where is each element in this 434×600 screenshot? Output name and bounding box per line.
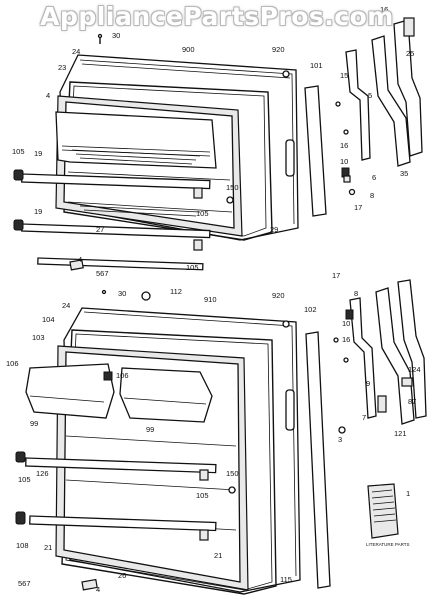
freezer-part-callout: 16 (340, 141, 348, 150)
freezer-handle-trim (371, 35, 411, 167)
freezer-part-callout: 105 (196, 209, 209, 218)
fresh-food-part-callout: 8 (354, 289, 358, 298)
freezer-part-callout: 150 (226, 183, 239, 192)
freezer-part-callout: 27 (96, 225, 104, 234)
fresh-food-breaker-strip (305, 331, 331, 589)
freezer-part-callout: 4 (78, 255, 82, 264)
fresh-food-part-callout: 10 (342, 319, 350, 328)
freezer-part-callout: 30 (112, 31, 120, 40)
freezer-part-callout: 8 (370, 191, 374, 200)
dairy-door-left (25, 363, 115, 419)
fresh-food-part-callout: 3 (338, 435, 342, 444)
freezer-part-callout: 23 (58, 63, 66, 72)
freezer-part-callout: 35 (400, 169, 408, 178)
fresh-food-part-callout: 115 (280, 575, 292, 584)
fresh-food-shelf-bar-2 (29, 515, 217, 532)
literature-label: LITERATURE PARTS (366, 542, 410, 547)
fresh-food-part-callout: 106 (6, 359, 19, 368)
fresh-food-part-callout: 17 (332, 271, 340, 280)
freezer-door-assembly (13, 17, 423, 271)
freezer-part-callout: 105 (186, 263, 199, 272)
fresh-food-part-callout: 103 (32, 333, 45, 342)
freezer-part-callout: 19 (34, 207, 42, 216)
fresh-food-handle-trim (375, 287, 415, 425)
fresh-food-part-callout: 102 (304, 305, 317, 314)
fresh-food-part-callout: 920 (272, 291, 285, 300)
fresh-food-shelf-bar-1 (25, 457, 217, 474)
freezer-part-callout: 16 (380, 5, 388, 14)
freezer-upper-shelf (55, 111, 217, 169)
freezer-part-callout: 105 (12, 147, 25, 156)
fresh-food-part-callout: 99 (30, 419, 38, 428)
fresh-food-part-callout: 16 (342, 335, 350, 344)
fresh-food-part-callout: 126 (36, 469, 49, 478)
fresh-food-part-callout: 21 (44, 543, 52, 552)
fresh-food-part-callout: 150 (226, 469, 239, 478)
freezer-part-callout: 19 (34, 149, 42, 158)
freezer-part-callout: 10 (340, 157, 348, 166)
freezer-part-callout: 24 (72, 47, 80, 56)
dairy-door-right (119, 367, 213, 423)
freezer-part-callout: 6 (372, 173, 376, 182)
fresh-food-part-callout: 87 (408, 397, 416, 406)
fresh-food-part-callout: 106 (116, 371, 129, 380)
fresh-food-part-callout: 24 (62, 301, 70, 310)
fresh-food-part-callout: 99 (146, 425, 154, 434)
fresh-food-part-callout: 104 (42, 315, 55, 324)
freezer-hinge-bracket (345, 49, 371, 161)
freezer-part-callout: 920 (272, 45, 285, 54)
freezer-part-callout: 567 (96, 269, 109, 278)
fresh-food-part-callout: 7 (362, 413, 366, 422)
freezer-part-callout: 900 (182, 45, 195, 54)
fresh-food-door-assembly: LITERATURE PARTS (15, 279, 427, 595)
freezer-part-callout: 101 (310, 61, 323, 70)
fresh-food-part-callout: 4 (96, 585, 100, 594)
fresh-food-part-callout: 1 (406, 489, 410, 498)
freezer-part-callout: 29 (270, 225, 278, 234)
fresh-food-part-callout: 910 (204, 295, 217, 304)
fresh-food-part-callout: 105 (196, 491, 209, 500)
freezer-part-callout: 15 (340, 71, 348, 80)
fresh-food-part-callout: 105 (18, 475, 31, 484)
fresh-food-part-callout: 21 (214, 551, 222, 560)
freezer-part-callout: 25 (406, 49, 414, 58)
fresh-food-part-callout: 121 (394, 429, 407, 438)
site-watermark: AppliancePartsPros.com (40, 2, 394, 31)
fresh-food-part-callout: 112 (170, 287, 182, 296)
fresh-food-part-callout: 108 (16, 541, 29, 550)
fresh-food-part-callout: 567 (18, 579, 31, 588)
fresh-food-part-callout: 30 (118, 289, 126, 298)
fresh-food-hinge-bracket (349, 297, 377, 419)
freezer-breaker-strip (304, 85, 327, 217)
freezer-part-callout: 5 (368, 91, 372, 100)
freezer-part-callout: 4 (46, 91, 50, 100)
fresh-food-part-callout: 124 (408, 365, 421, 374)
fresh-food-part-callout: 26 (118, 571, 126, 580)
freezer-part-callout: 17 (354, 203, 362, 212)
fresh-food-part-callout: 9 (366, 379, 370, 388)
